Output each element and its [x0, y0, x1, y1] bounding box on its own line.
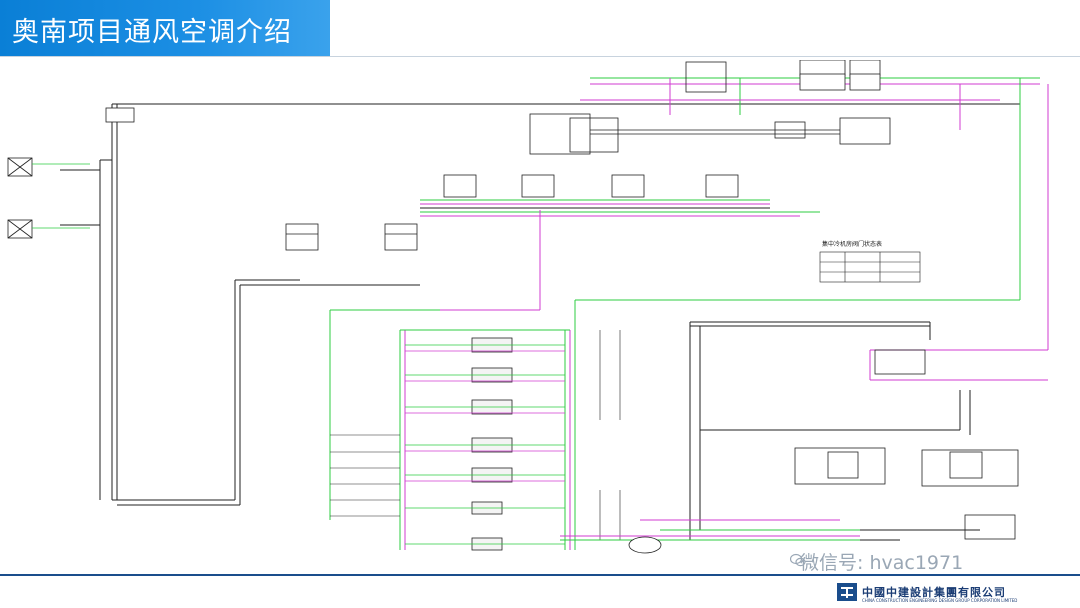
valve-status-table	[819, 251, 921, 283]
right-hx-units	[794, 349, 1019, 540]
left-pump-rows	[330, 434, 400, 517]
header-bus	[420, 199, 820, 217]
right-black-loops	[689, 321, 980, 541]
hvac-system-diagram: 集中冷机房阀门状态表	[7, 60, 1049, 554]
watermark-text: 微信号: hvac1971	[800, 552, 964, 574]
expansion-tank	[628, 536, 662, 554]
chiller-stack-pipes	[329, 210, 1020, 550]
title-divider	[0, 56, 1080, 57]
chiller-branches-magenta	[405, 350, 565, 482]
left-fan-units	[7, 107, 135, 239]
footer-divider	[0, 574, 1080, 576]
company-name-en: CHINA CONSTRUCTION ENGINEERING DESIGN GR…	[862, 598, 1018, 603]
mid-tanks	[285, 223, 418, 251]
right-pump-column	[599, 330, 621, 540]
chiller-branches	[405, 344, 565, 545]
page-title: 奥南项目通风空调介绍	[12, 17, 292, 48]
valve-table-title: 集中冷机房阀门状态表	[822, 240, 882, 248]
left-fan-pipes	[32, 163, 90, 229]
left-riser-lines	[60, 103, 1020, 506]
top-header-pipes	[580, 77, 1049, 350]
chiller-units	[471, 337, 513, 551]
top-ahu-units	[685, 60, 881, 93]
right-magenta-loops	[869, 349, 1048, 381]
bottom-pipes	[560, 519, 860, 541]
company-logo-icon	[837, 583, 857, 601]
company-name-cn: 中國中建設計集團有限公司	[862, 586, 1006, 599]
cooling-tower-row	[443, 174, 739, 198]
title-banner: 奥南项目通风空调介绍	[0, 0, 330, 56]
central-plant-box	[529, 113, 891, 155]
wechat-icon	[790, 553, 806, 567]
